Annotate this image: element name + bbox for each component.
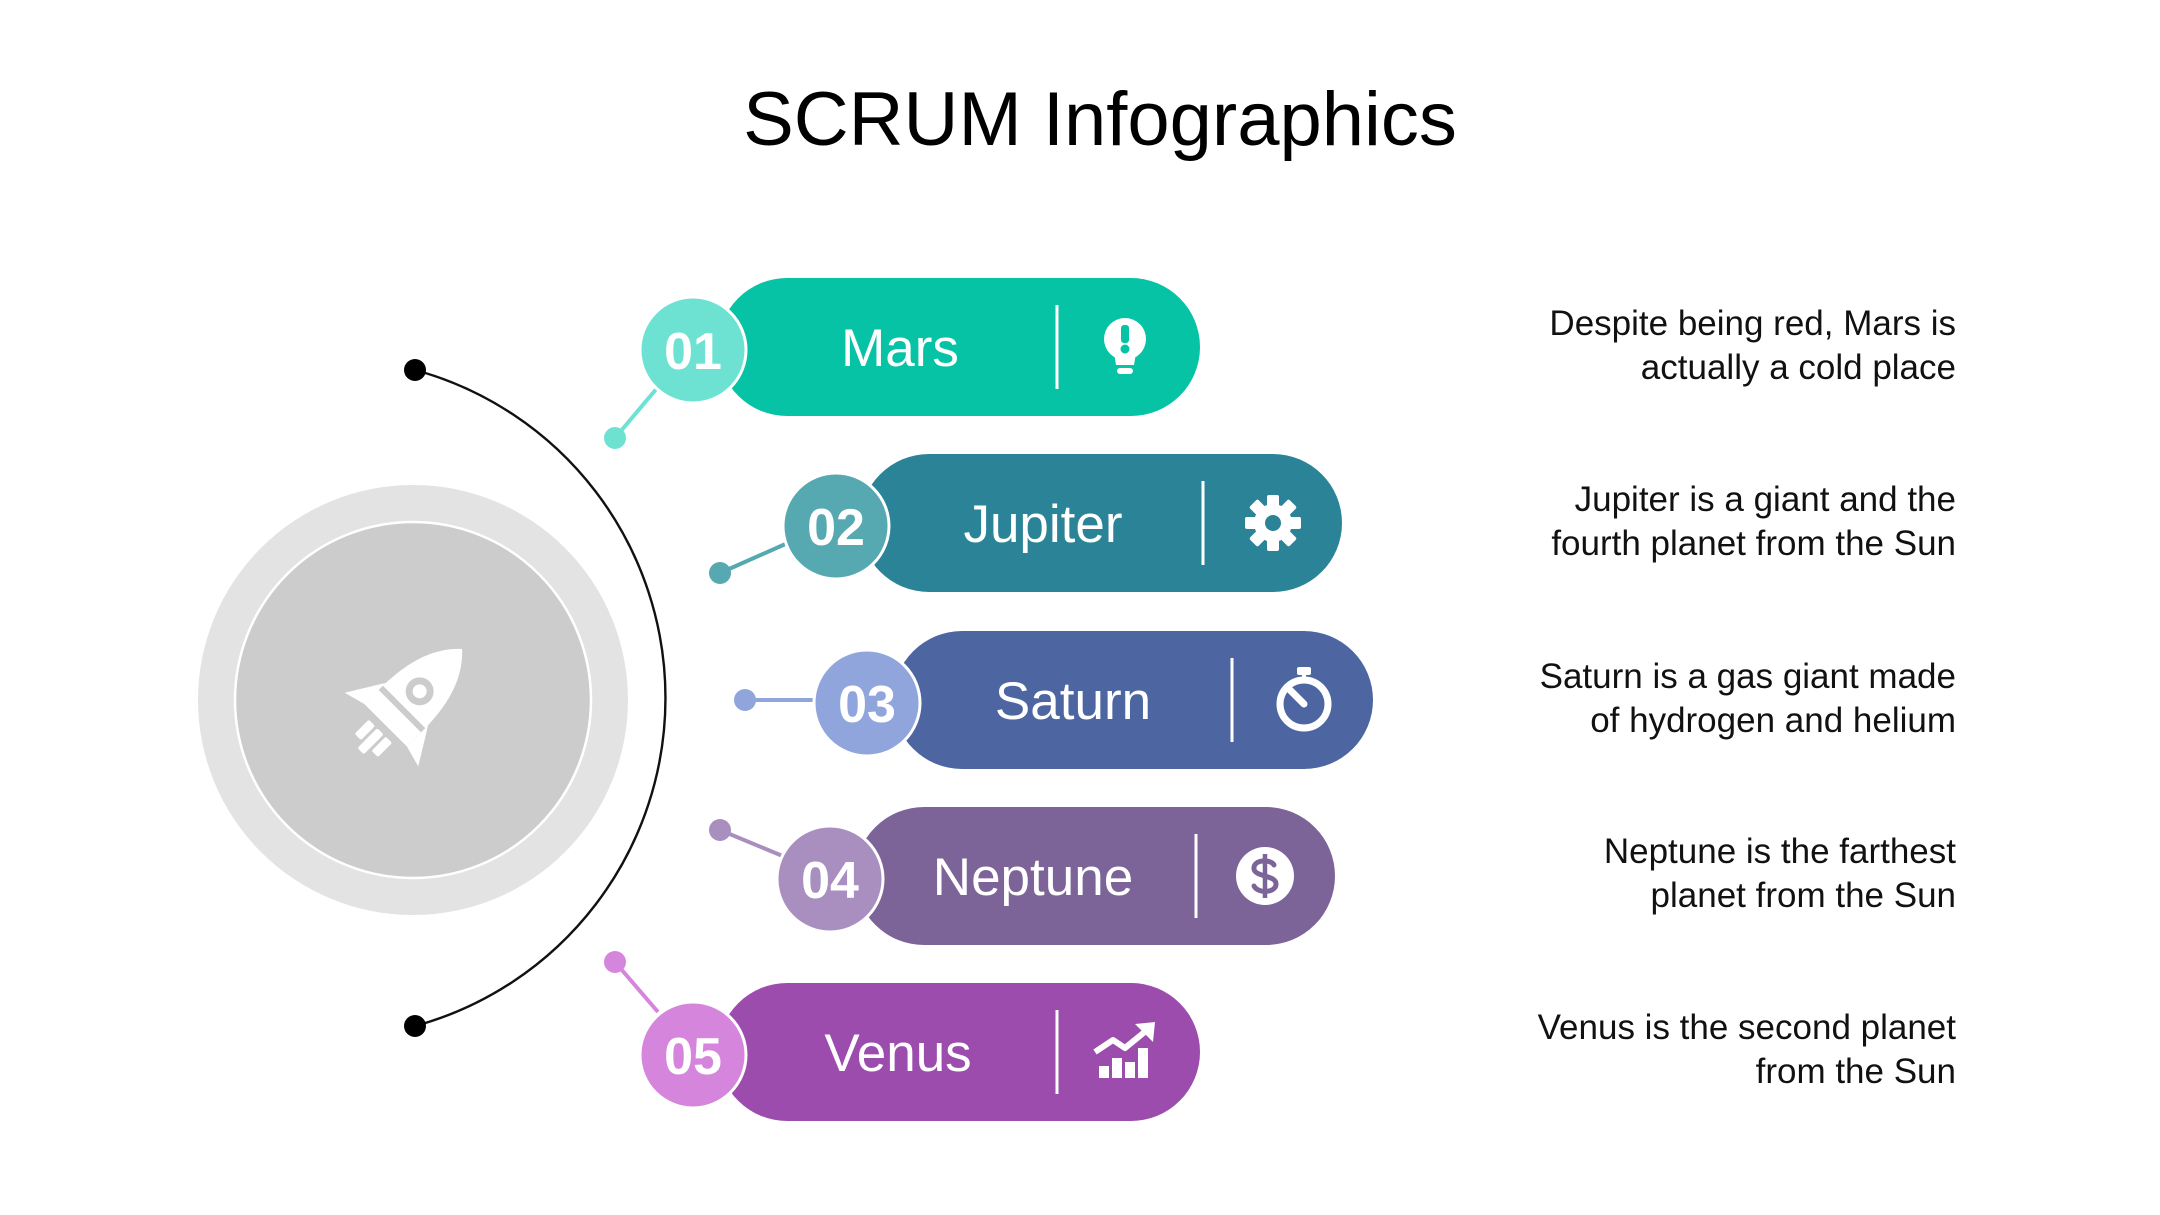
connector-dot [709, 562, 731, 584]
step-pill [718, 278, 1200, 416]
step-04: Neptune 04 [709, 807, 1335, 945]
connector-line [719, 828, 786, 859]
connector-line [719, 540, 791, 575]
step-description: Venus is the second planet from the Sun [1396, 1006, 1956, 1094]
rocket-icon [344, 648, 463, 767]
step-pill [893, 631, 1373, 769]
connector-arc [414, 368, 667, 1028]
lightbulb-icon [1104, 318, 1146, 374]
description-line: actually a cold place [1640, 348, 1956, 387]
step-name: Neptune [933, 848, 1133, 907]
step-pill [855, 807, 1335, 945]
page-title: SCRUM Infographics [743, 77, 1457, 162]
step-number-badge [638, 1000, 748, 1110]
description-line: of hydrogen and helium [1590, 701, 1956, 740]
step-number: 03 [838, 676, 896, 734]
connector-dot [734, 689, 756, 711]
description-line: Jupiter is a giant and the [1574, 480, 1956, 519]
arc-endpoint-bottom [404, 1015, 426, 1037]
description-line: fourth planet from the Sun [1551, 524, 1956, 563]
step-number-badge [781, 471, 891, 581]
connector-dot [604, 951, 626, 973]
step-number: 01 [664, 323, 722, 381]
step-pill [718, 983, 1200, 1121]
description-line: Venus is the second planet [1537, 1008, 1956, 1047]
description-line: Saturn is a gas giant made [1539, 657, 1956, 696]
step-02: Jupiter 02 [709, 454, 1342, 592]
stopwatch-icon [1276, 667, 1332, 732]
step-name: Venus [824, 1024, 971, 1083]
step-number: 02 [807, 499, 865, 557]
description-line: Neptune is the farthest [1603, 832, 1956, 871]
step-description: Saturn is a gas giant made of hydrogen an… [1396, 655, 1956, 743]
arc-endpoint-top [404, 359, 426, 381]
step-name: Jupiter [963, 495, 1122, 554]
step-number: 04 [801, 852, 859, 910]
connector-dot [604, 427, 626, 449]
step-number-badge [638, 295, 748, 405]
step-number-badge [775, 824, 885, 934]
growth-chart-icon [1093, 1022, 1155, 1078]
step-01: Mars 01 [604, 278, 1200, 449]
step-description: Despite being red, Mars is actually a col… [1396, 302, 1956, 390]
gear-icon [1245, 495, 1301, 551]
description-line: planet from the Sun [1650, 876, 1956, 915]
dollar-coin-icon [1236, 847, 1294, 905]
step-description: Neptune is the farthest planet from the S… [1396, 830, 1956, 918]
step-03: Saturn 03 [734, 631, 1373, 769]
connector-dot [709, 819, 731, 841]
center-badge [198, 485, 628, 915]
step-description: Jupiter is a giant and the fourth planet … [1396, 478, 1956, 566]
step-name: Saturn [995, 672, 1151, 731]
step-name: Mars [841, 319, 959, 378]
description-line: from the Sun [1755, 1052, 1956, 1091]
step-05: Venus 05 [604, 951, 1200, 1121]
connector-line [613, 385, 660, 440]
step-number-badge [812, 648, 922, 758]
description-line: Despite being red, Mars is [1549, 304, 1956, 343]
step-pill [860, 454, 1342, 592]
step-number: 05 [664, 1028, 722, 1086]
